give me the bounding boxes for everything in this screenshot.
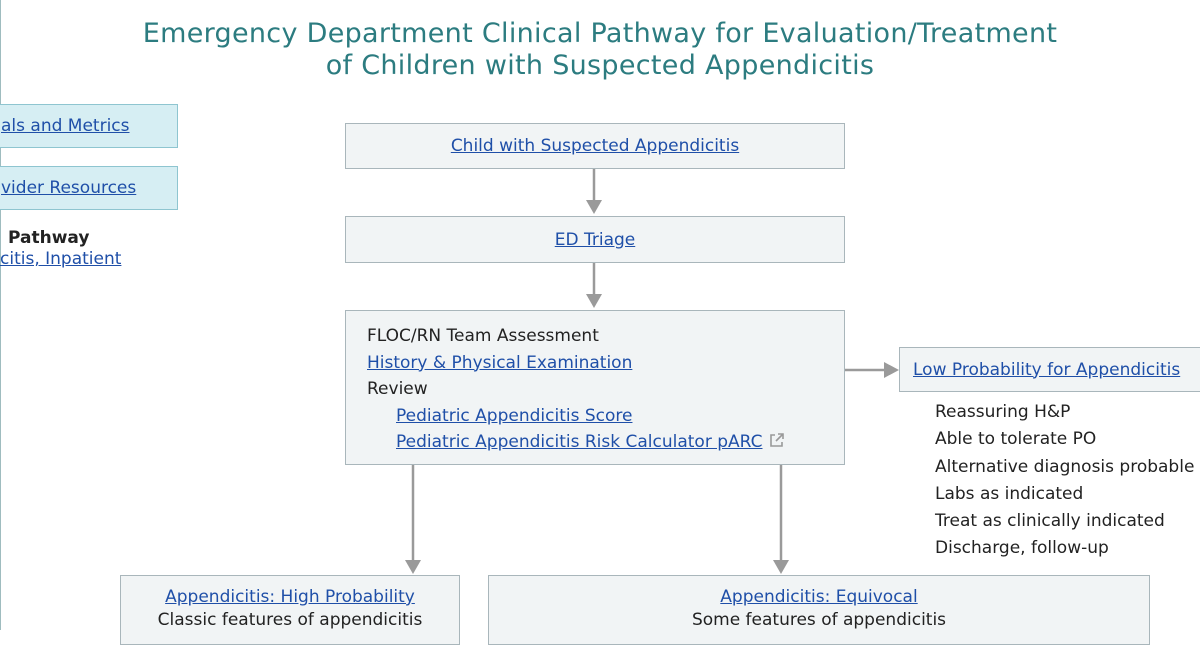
title-line-1: Emergency Department Clinical Pathway fo…	[142, 18, 1058, 49]
low-probability-link[interactable]: Low Probability for Appendicitis	[913, 359, 1181, 380]
list-item: Discharge, follow-up	[935, 538, 1109, 559]
list-item: Alternative diagnosis probable	[935, 456, 1195, 477]
arrowhead-equivocal	[773, 560, 789, 574]
goals-and-metrics-button[interactable]: als and Metrics	[0, 104, 178, 148]
arrowhead-high	[405, 560, 421, 574]
pediatric-appendicitis-score-link[interactable]: Pediatric Appendicitis Score	[396, 405, 633, 426]
high-probability-link[interactable]: Appendicitis: High Probability	[165, 587, 415, 607]
flow-connectors	[405, 169, 899, 574]
related-pathway: Pathway citis, Inpatient	[0, 228, 121, 270]
equivocal-link[interactable]: Appendicitis: Equivocal	[720, 587, 918, 607]
equivocal-desc: Some features of appendicitis	[691, 610, 947, 630]
low-probability-criteria: Reassuring H&P Able to tolerate PO Alter…	[935, 399, 1194, 563]
title-line-2: of Children with Suspected Appendicitis	[325, 50, 875, 81]
low-probability-box[interactable]: Low Probability for Appendicitis	[899, 347, 1200, 392]
goals-and-metrics-link[interactable]: als and Metrics	[1, 116, 130, 136]
related-pathway-heading: Pathway	[8, 228, 90, 248]
assessment-heading: FLOC/RN Team Assessment	[367, 326, 599, 346]
start-box[interactable]: Child with Suspected Appendicitis	[345, 123, 845, 169]
arrowhead-assessment	[586, 294, 602, 308]
list-item: Labs as indicated	[935, 483, 1084, 504]
list-item: Reassuring H&P	[935, 402, 1071, 422]
triage-box[interactable]: ED Triage	[345, 216, 845, 263]
left-border	[0, 0, 1, 630]
ed-triage-link[interactable]: ED Triage	[554, 229, 636, 250]
review-label: Review	[367, 379, 428, 399]
arrowhead-triage	[586, 200, 602, 214]
high-probability-box: Appendicitis: High Probability Classic f…	[120, 575, 460, 645]
equivocal-box: Appendicitis: Equivocal Some features of…	[488, 575, 1150, 645]
inpatient-pathway-link[interactable]: citis, Inpatient	[0, 249, 122, 269]
history-physical-link[interactable]: History & Physical Examination	[367, 352, 633, 373]
high-probability-desc: Classic features of appendicitis	[157, 610, 423, 630]
provider-resources-button[interactable]: vider Resources	[0, 166, 178, 210]
list-item: Treat as clinically indicated	[935, 511, 1165, 532]
arrowhead-low	[884, 362, 899, 378]
page-title: Emergency Department Clinical Pathway fo…	[0, 18, 1200, 82]
child-suspected-appendicitis-link[interactable]: Child with Suspected Appendicitis	[450, 136, 740, 156]
parc-calculator-link[interactable]: Pediatric Appendicitis Risk Calculator p…	[396, 432, 763, 452]
provider-resources-link[interactable]: vider Resources	[1, 178, 137, 198]
assessment-box: FLOC/RN Team Assessment History & Physic…	[345, 310, 845, 465]
list-item: Able to tolerate PO	[935, 429, 1097, 450]
external-link-icon[interactable]	[768, 431, 785, 458]
